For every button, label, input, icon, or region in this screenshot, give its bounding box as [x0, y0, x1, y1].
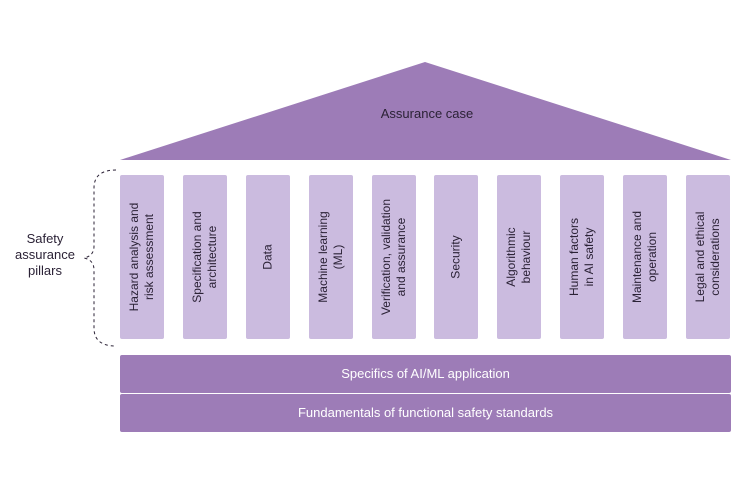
- side-label-line-1: Safety: [26, 231, 64, 246]
- pillar-hazard-analysis: Hazard analysis and risk assessment: [120, 175, 164, 339]
- pillar-specification: Specification and architecture: [183, 175, 227, 339]
- specifics-band: Specifics of AI/ML application: [120, 355, 731, 393]
- pillar-verification: Verification, validation and assurance: [372, 175, 416, 339]
- pillar-label: Human factors in AI safety: [567, 217, 596, 297]
- safety-assurance-pillars-label: Safety assurance pillars: [10, 231, 80, 279]
- pillar-label: Hazard analysis and risk assessment: [127, 202, 156, 312]
- pillar-human-factors: Human factors in AI safety: [560, 175, 604, 339]
- pillar-security: Security: [434, 175, 478, 339]
- pillar-maintenance: Maintenance and operation: [623, 175, 667, 339]
- assurance-case-label: Assurance case: [380, 106, 474, 121]
- fundamentals-band: Fundamentals of functional safety standa…: [120, 394, 731, 432]
- pillars-brace: [83, 169, 117, 347]
- pillar-label: Specification and architecture: [190, 211, 219, 303]
- pillar-label: Maintenance and operation: [630, 210, 659, 304]
- pillar-algorithmic-behaviour: Algorithmic behaviour: [497, 175, 541, 339]
- pillar-machine-learning: Machine learning (ML): [309, 175, 353, 339]
- pillar-label: Data: [260, 244, 275, 270]
- pillar-label: Security: [448, 235, 463, 279]
- pillar-label: Verification, validation and assurance: [379, 198, 408, 316]
- side-label-line-3: pillars: [28, 263, 62, 278]
- side-label-line-2: assurance: [15, 247, 75, 262]
- pillar-legal-ethical: Legal and ethical considerations: [686, 175, 730, 339]
- pillar-label: Algorithmic behaviour: [504, 227, 533, 287]
- pillar-label: Legal and ethical considerations: [693, 211, 722, 303]
- pillar-data: Data: [246, 175, 290, 339]
- pillar-label: Machine learning (ML): [316, 211, 345, 303]
